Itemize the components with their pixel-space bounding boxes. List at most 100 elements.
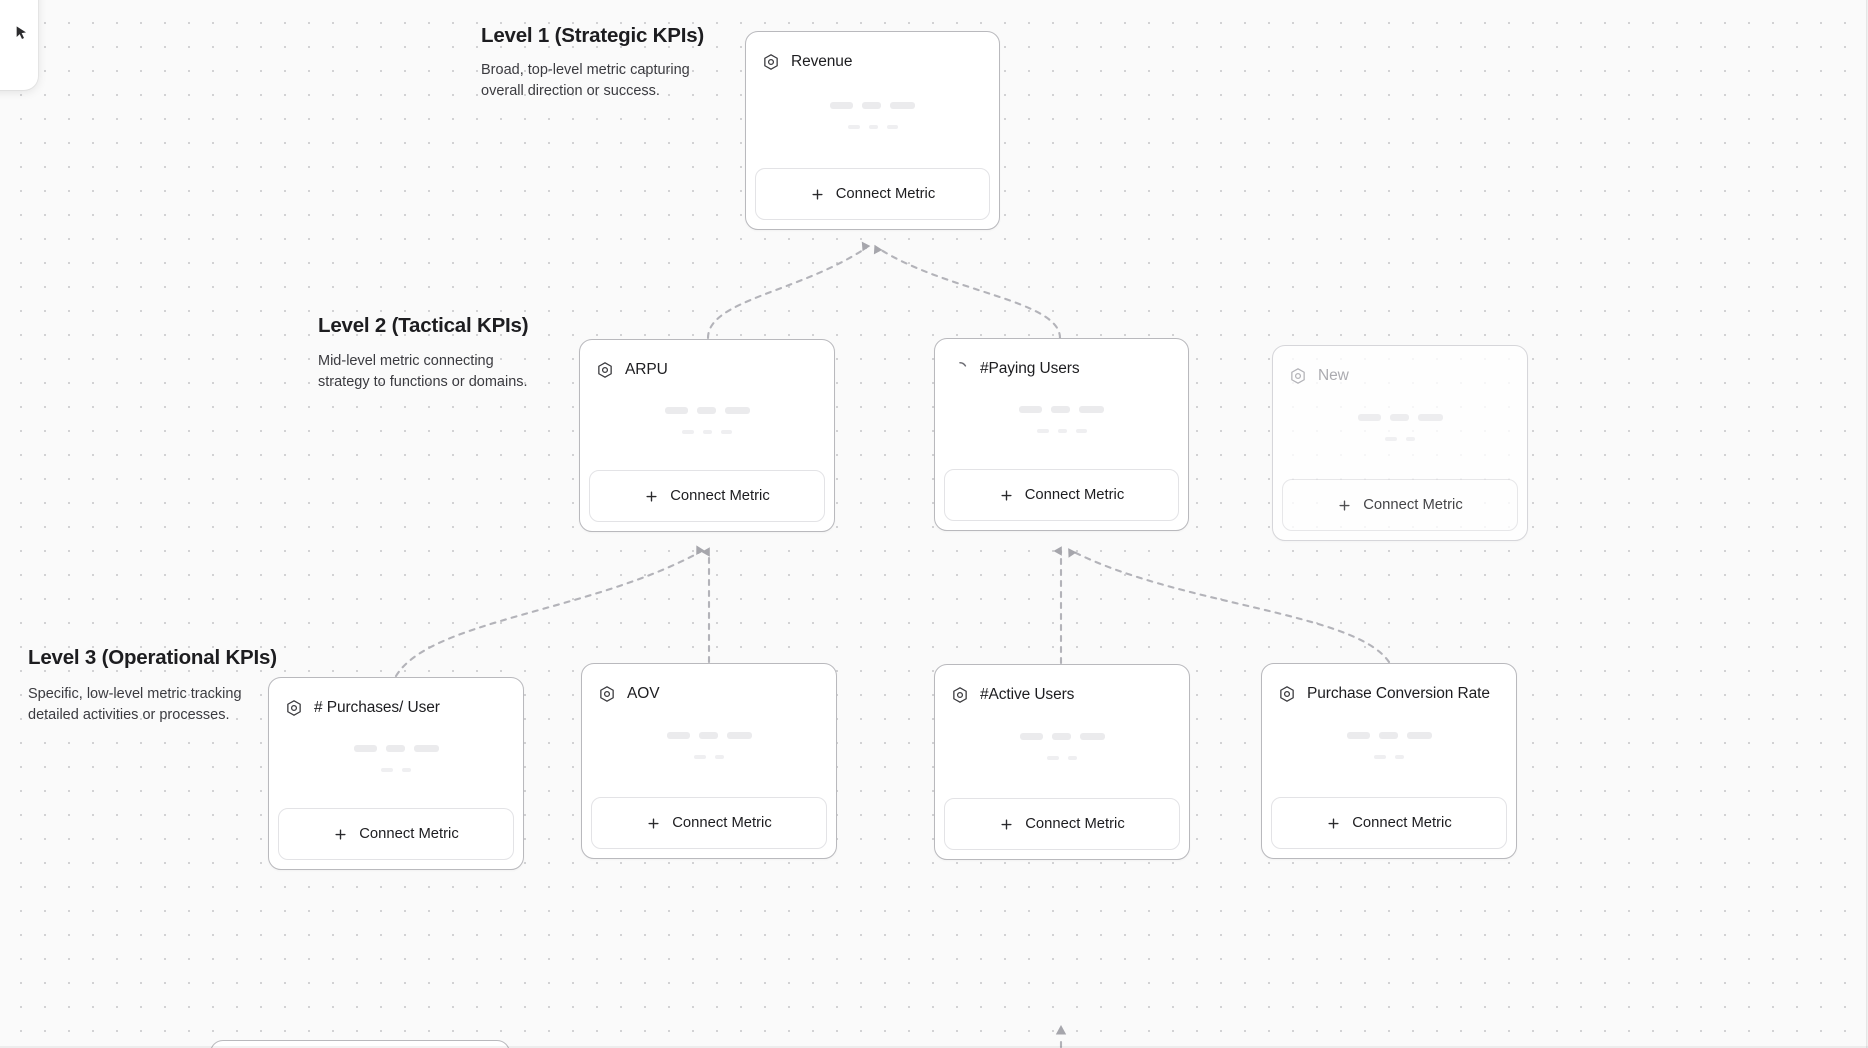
skeleton-row-small	[1047, 756, 1077, 760]
card-body-placeholder	[1273, 390, 1527, 479]
connect-metric-label: Connect Metric	[835, 186, 936, 202]
connect-metric-button-arpu[interactable]: Connect Metric	[589, 470, 825, 522]
level-2-label: Level 2 (Tactical KPIs) Mid-level metric…	[318, 314, 533, 392]
card-body-placeholder	[1262, 708, 1516, 797]
skeleton-bar	[1374, 755, 1386, 759]
connect-metric-label: Connect Metric	[359, 826, 459, 842]
metric-card-paying-users[interactable]: #Paying Users Connect Metric	[934, 338, 1189, 531]
connect-metric-button-purchases-per-user[interactable]: Connect Metric	[278, 808, 514, 860]
metric-card-purchases-per-user[interactable]: # Purchases/ User Connect Metric	[268, 677, 524, 870]
connect-metric-label: Connect Metric	[670, 488, 770, 504]
skeleton-row	[353, 744, 439, 752]
metric-card-revenue[interactable]: Revenue Connect Metric	[745, 31, 1000, 230]
metric-card-aov[interactable]: AOV Connect Metric	[581, 663, 837, 859]
skeleton-bar	[694, 755, 706, 759]
card-body-placeholder	[935, 383, 1188, 469]
card-title: Purchase Conversion Rate	[1307, 684, 1490, 702]
spinner-icon	[959, 361, 967, 367]
card-title: New	[1318, 366, 1349, 384]
metric-card-arpu[interactable]: ARPU Connect Metric	[579, 339, 835, 532]
metric-card-active-users[interactable]: #Active Users Connect Metric	[934, 664, 1190, 860]
skeleton-bar	[1075, 428, 1087, 433]
card-title: #Active Users	[980, 685, 1075, 703]
skeleton-row	[666, 732, 752, 739]
skeleton-bar	[402, 767, 411, 772]
skeleton-row	[1357, 414, 1443, 421]
plus-icon	[1339, 499, 1350, 511]
connect-metric-button-paying-users[interactable]: Connect Metric	[944, 469, 1179, 521]
plus-icon	[1001, 489, 1012, 501]
skeleton-bar	[353, 744, 377, 752]
metric-card-new[interactable]: New Connect Metric	[1272, 345, 1528, 541]
edge-partial-below-active-users	[1055, 1025, 1067, 1048]
bottom-edge-divider	[0, 1046, 1868, 1048]
hexagon-target-icon	[1291, 367, 1305, 384]
skeleton-bar	[1068, 756, 1077, 760]
skeleton-bar	[862, 101, 881, 109]
connect-metric-label: Connect Metric	[1363, 497, 1463, 513]
card-body-placeholder	[269, 722, 523, 808]
skeleton-bar	[1019, 405, 1042, 413]
connect-metric-button-revenue[interactable]: Connect Metric	[755, 168, 990, 220]
hexagon-target-icon	[598, 361, 612, 378]
hexagon-target-icon	[764, 53, 778, 70]
skeleton-bar	[1395, 755, 1404, 759]
skeleton-bar	[724, 406, 750, 414]
skeleton-bar	[666, 732, 690, 739]
hexagon-target-icon	[953, 686, 967, 703]
hexagon-target-icon	[1280, 685, 1294, 702]
skeleton-bar	[1378, 732, 1398, 739]
skeleton-bar	[715, 755, 724, 759]
cursor-arrow-icon	[16, 26, 26, 39]
edge-conversion-to-paying-users	[1068, 548, 1391, 664]
skeleton-row-small	[694, 755, 724, 759]
card-body-placeholder	[935, 709, 1189, 798]
floating-toolbar-panel[interactable]	[0, 0, 38, 90]
card-title: Revenue	[791, 52, 853, 70]
skeleton-row	[664, 406, 750, 414]
skeleton-row	[1019, 405, 1104, 413]
level-3-label: Level 3 (Operational KPIs) Specific, low…	[28, 646, 277, 725]
right-edge-divider	[1866, 0, 1868, 1048]
skeleton-bar	[1389, 414, 1409, 421]
skeleton-row-small	[682, 429, 732, 434]
skeleton-bar	[381, 767, 393, 772]
connect-metric-button-active-users[interactable]: Connect Metric	[944, 798, 1180, 850]
skeleton-bar	[847, 124, 860, 129]
card-header: Revenue	[746, 32, 999, 76]
skeleton-bar	[703, 429, 712, 434]
connect-metric-button-new[interactable]: Connect Metric	[1282, 479, 1518, 531]
skeleton-bar	[698, 732, 718, 739]
skeleton-bar	[890, 101, 915, 109]
connect-metric-button-purchase-conversion-rate[interactable]: Connect Metric	[1271, 797, 1507, 849]
level-2-description: Mid-level metric connecting strategy to …	[318, 353, 528, 390]
plus-icon	[646, 490, 657, 502]
level-1-description: Broad, top-level metric capturing overal…	[481, 62, 690, 99]
level-3-title: Level 3 (Operational KPIs)	[28, 646, 277, 669]
skeleton-row	[830, 101, 915, 109]
edge-paying-users-to-revenue	[873, 244, 1062, 340]
skeleton-bar	[726, 732, 752, 739]
skeleton-bar	[385, 744, 405, 752]
card-header: New	[1273, 346, 1527, 390]
skeleton-bar	[664, 406, 688, 414]
skeleton-bar	[830, 101, 853, 109]
metric-card-purchase-conversion-rate[interactable]: Purchase Conversion Rate Connect Metric	[1261, 663, 1517, 859]
connect-metric-button-aov[interactable]: Connect Metric	[591, 797, 827, 849]
skeleton-bar	[1019, 733, 1043, 740]
card-body-placeholder	[580, 384, 834, 470]
skeleton-bar	[1385, 437, 1397, 441]
card-header: #Active Users	[935, 665, 1189, 709]
skeleton-bar	[1346, 732, 1370, 739]
card-body-placeholder	[746, 76, 999, 168]
skeleton-bar	[868, 124, 878, 129]
skeleton-bar	[1357, 414, 1381, 421]
skeleton-row-small	[381, 767, 411, 772]
skeleton-row-small	[1385, 437, 1415, 441]
card-title: ARPU	[625, 360, 668, 378]
connect-metric-label: Connect Metric	[1352, 815, 1452, 831]
skeleton-row-small	[1036, 428, 1087, 433]
card-header: # Purchases/ User	[269, 678, 523, 722]
card-title: AOV	[627, 684, 660, 702]
